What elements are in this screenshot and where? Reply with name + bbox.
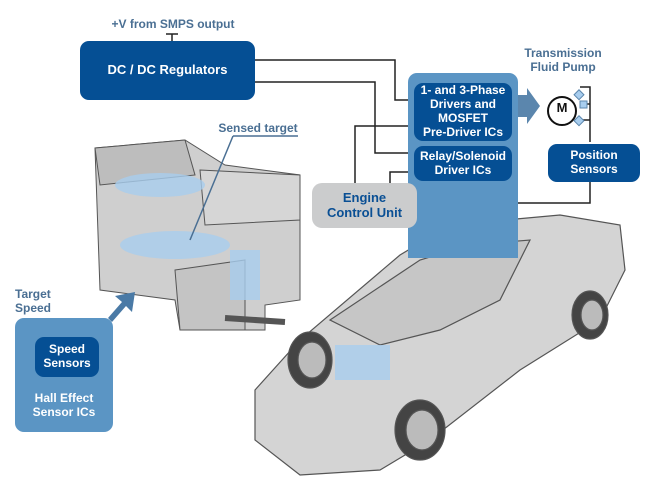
pump-label: Transmission Fluid Pump (524, 46, 602, 74)
motor-label: M (556, 100, 568, 115)
sensor-chip-icon (579, 100, 588, 109)
engine-control-unit-block: Engine Control Unit (312, 183, 417, 228)
car-illustration (254, 214, 626, 476)
target-speed-arrow (108, 292, 135, 322)
relay-solenoid-block: Relay/Solenoid Driver ICs (414, 146, 512, 181)
position-sensors-block: Position Sensors (548, 144, 640, 182)
supply-label: +V from SMPS output (111, 17, 235, 31)
speed-sensors-block: Speed Sensors (35, 337, 99, 377)
hall-effect-label: Hall Effect Sensor ICs (32, 391, 96, 419)
motor-icon (547, 96, 577, 126)
sensor-chip-icon (573, 89, 585, 101)
dcdc-regulators-block: DC / DC Regulators (80, 41, 255, 100)
sensor-chip-icon (573, 115, 585, 127)
target-speed-label: Target Speed (15, 287, 52, 315)
engine-illustration (94, 139, 301, 331)
sensed-target-label: Sensed target (218, 121, 298, 135)
phase-drivers-block: 1- and 3-Phase Drivers and MOSFET Pre-Dr… (414, 83, 512, 141)
pump-arrow (517, 88, 540, 124)
